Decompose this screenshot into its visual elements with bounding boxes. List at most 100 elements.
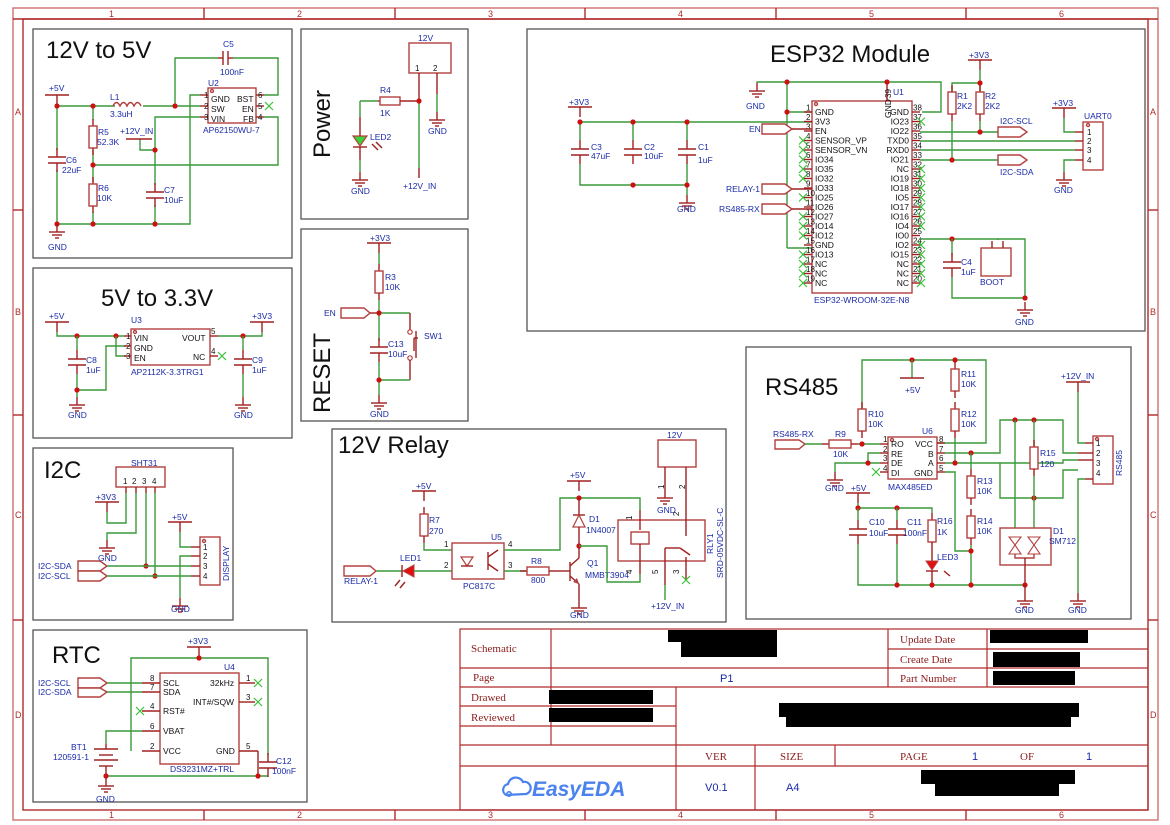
pin-number: 1	[246, 674, 251, 683]
connector-uart0	[1082, 121, 1104, 171]
zone-label: 4	[678, 810, 683, 820]
power-symbol-12v-in	[1065, 381, 1091, 393]
pin-number: 7	[806, 161, 811, 170]
pin-number: 3	[806, 123, 811, 132]
pin-number: 11	[806, 199, 815, 208]
pin-name: GND	[211, 94, 230, 104]
pin-name: NC	[815, 259, 827, 269]
section-12v-to-5v: 12V to 5V +5V GND L1 3.3uH	[32, 28, 293, 259]
drawed-label: Drawed	[471, 692, 506, 704]
port-i2c-scl	[77, 677, 109, 689]
capacitor-c3	[570, 139, 590, 165]
pin-number: 3	[883, 454, 888, 463]
diode-d1	[572, 498, 586, 548]
port-rs485-rx	[761, 203, 794, 215]
ref-label: R8	[531, 556, 542, 566]
ref-label: R12	[961, 409, 977, 419]
pin-name: INT#/SQW	[193, 697, 234, 707]
pin-number: 2	[150, 742, 155, 751]
pin-number: 3	[126, 352, 131, 361]
ref-label: R3	[385, 272, 396, 282]
page-total: 1	[1086, 751, 1092, 763]
pin-number: 19	[806, 275, 815, 284]
pin-number: 4	[211, 347, 216, 356]
section-power: Power 12V 1 2 GND R4 1K LED2 GND +12V	[300, 28, 469, 220]
part-label: AP2112K-3.3TRG1	[131, 367, 204, 377]
pin-number: 7	[150, 683, 155, 692]
pin-name: GND	[883, 99, 893, 118]
capacitor-c4	[942, 252, 962, 278]
pin-number: 2	[806, 113, 811, 122]
net-label: +5V	[49, 311, 65, 321]
pin-name: IO15	[891, 250, 910, 260]
pin-number: 1	[625, 515, 634, 520]
pin-name: GND	[914, 468, 933, 478]
value-label: 10uF	[388, 349, 407, 359]
pin-number: 8	[806, 170, 811, 179]
net-label: GND	[96, 794, 115, 804]
value-label: 10K	[977, 526, 992, 536]
pin-number: 2	[883, 445, 888, 454]
ground-icon	[428, 111, 446, 127]
pin-number: 6	[258, 91, 263, 100]
port-i2c-sda	[997, 154, 1029, 166]
power-symbol-3v3	[567, 106, 593, 118]
ref-label: R16	[937, 516, 953, 526]
value-label: 10K	[868, 419, 883, 429]
part-number-label: Part Number	[900, 673, 957, 685]
pin-number: 4	[883, 464, 888, 473]
ref-label: D1	[589, 514, 600, 524]
resistor-r5	[88, 118, 98, 156]
pin-number: 4	[258, 113, 263, 122]
pin-number: 6	[150, 722, 155, 731]
page-label: Page	[473, 672, 495, 684]
net-label: GND	[825, 483, 844, 493]
redacted-block	[668, 630, 777, 642]
pin-number: 1	[204, 91, 209, 100]
zone-label: 3	[488, 810, 493, 820]
page-of-label: PAGE	[900, 751, 928, 763]
net-label: +3V3	[252, 311, 272, 321]
section-title: RTC	[52, 642, 101, 669]
relay-rly1	[617, 519, 706, 562]
value-label: 47uF	[591, 151, 610, 161]
ref-label: LED1	[400, 553, 422, 563]
ground-icon	[351, 171, 369, 187]
ground-icon	[748, 82, 766, 98]
resistor-r6	[88, 176, 98, 214]
zone-label: 1	[109, 810, 114, 820]
redacted-block	[990, 630, 1088, 643]
pin-name: IO0	[895, 231, 909, 241]
part-label: AP62150WU-7	[203, 125, 260, 135]
ref-label: U6	[922, 426, 933, 436]
net-label: GND	[351, 186, 370, 196]
ref-label: SW1	[424, 331, 443, 341]
pin-number: 4	[508, 540, 513, 549]
section-i2c: I2C SHT31 1 2 3 4 +3V3 GND I2C-SDA I2C-S…	[32, 447, 234, 621]
pin-name: IO5	[895, 193, 909, 203]
power-symbol-3v3	[94, 501, 120, 513]
pin-name: IO25	[815, 193, 834, 203]
sensor-sht31	[115, 466, 166, 488]
pin-number: 5	[651, 569, 660, 574]
ver-label: VER	[705, 751, 728, 763]
schematic-label: Schematic	[471, 643, 517, 655]
pin-number: 8	[939, 435, 944, 444]
title-block: Schematic Page P1 Drawed Reviewed Update…	[459, 628, 1149, 811]
pin-number: 1	[203, 543, 208, 552]
value-label: 800	[531, 575, 545, 585]
pin-name: IO2	[895, 240, 909, 250]
pin-name: VOUT	[182, 333, 206, 343]
zone-labels-top: 1 2 3 4 5 6 1 2 3 4 5 6	[109, 9, 1064, 820]
section-box	[526, 28, 1146, 332]
net-label: +3V3	[1053, 98, 1073, 108]
power-symbol-5v	[44, 321, 70, 333]
net-label: RS485-RX	[773, 429, 814, 439]
pin-number: 2	[444, 561, 449, 570]
value-label: 10K	[961, 379, 976, 389]
power-symbol-3v3	[249, 321, 275, 333]
value-label: 1uF	[961, 267, 976, 277]
connector-12v	[408, 42, 452, 74]
net-label: GND	[48, 242, 67, 252]
resistor-r4	[379, 96, 401, 106]
